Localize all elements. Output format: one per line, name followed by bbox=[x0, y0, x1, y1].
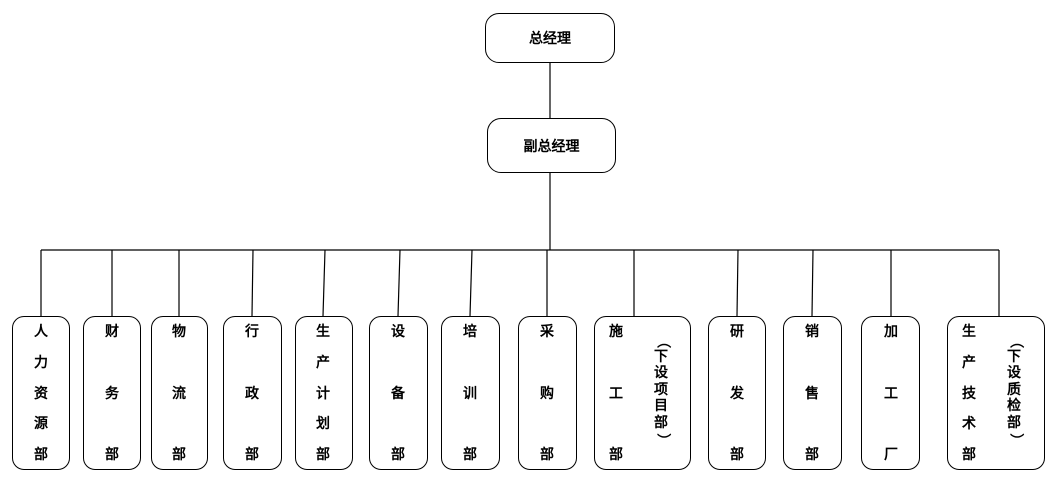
department-label-hr: 人力资源部 bbox=[34, 324, 48, 463]
department-box-admin bbox=[223, 316, 282, 470]
department-label-finance: 财务部 bbox=[105, 324, 119, 463]
department-box-sales bbox=[783, 316, 842, 470]
department-label-construction: 施工部 bbox=[609, 324, 623, 463]
department-box-equipment bbox=[369, 316, 428, 470]
general-manager-label: 总经理 bbox=[529, 31, 571, 47]
department-box-processing-plant bbox=[861, 316, 920, 470]
department-box-construction bbox=[594, 316, 691, 470]
department-label-production-technology: 生产技术部 bbox=[962, 324, 976, 463]
general-manager-box: 总经理 bbox=[485, 13, 615, 63]
department-label-equipment: 设备部 bbox=[391, 324, 405, 463]
department-box-training bbox=[441, 316, 500, 470]
department-label-training: 培训部 bbox=[463, 324, 477, 463]
deputy-manager-label: 副总经理 bbox=[523, 138, 580, 155]
department-label-production-planning: 生产计划部 bbox=[316, 324, 330, 463]
department-label-processing-plant: 加工厂 bbox=[884, 324, 898, 463]
department-box-production-technology bbox=[947, 316, 1045, 470]
deputy-manager-box: 副总经理 bbox=[487, 118, 616, 173]
department-label-admin: 行政部 bbox=[245, 324, 259, 463]
department-box-hr bbox=[12, 316, 70, 470]
department-box-purchasing bbox=[518, 316, 577, 470]
department-label-purchasing: 采购部 bbox=[540, 324, 554, 463]
department-label-rnd: 研发部 bbox=[730, 324, 744, 463]
department-note-production-technology: （下设质检部） bbox=[1007, 334, 1024, 448]
department-box-logistics bbox=[151, 316, 208, 470]
department-box-finance bbox=[83, 316, 141, 470]
department-note-construction: （下设项目部） bbox=[654, 334, 671, 448]
department-box-rnd bbox=[708, 316, 766, 470]
department-label-sales: 销售部 bbox=[805, 324, 819, 463]
department-box-production-planning bbox=[295, 316, 353, 470]
department-label-logistics: 物流部 bbox=[172, 324, 186, 463]
